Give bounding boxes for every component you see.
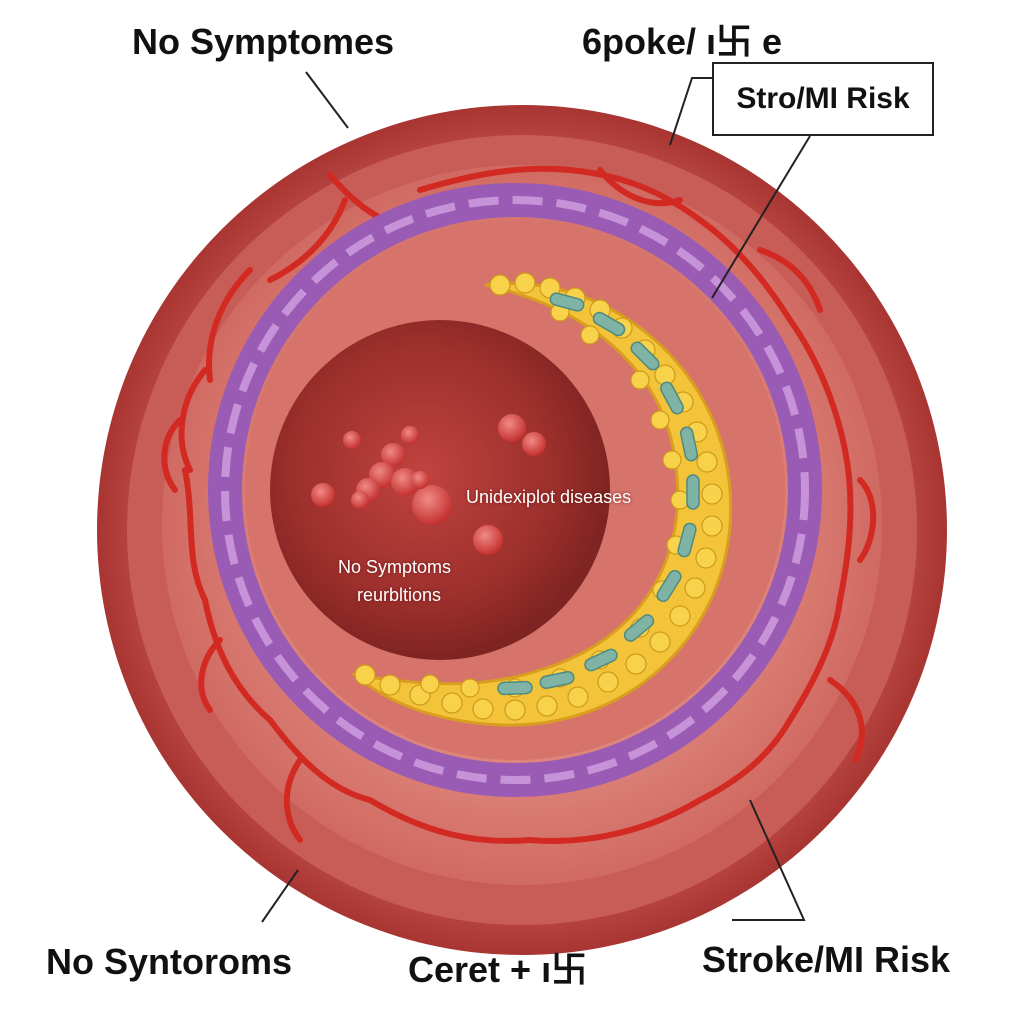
pointer-top-right — [669, 77, 712, 146]
pointer-bottom-left — [261, 869, 299, 923]
intima-ring-highlight — [221, 196, 809, 784]
label-lumen-line2: reurbltions — [357, 585, 442, 605]
label-box: Stro/MI Risk — [712, 62, 934, 136]
label-lumen-right: Unidexiplot diseases — [466, 487, 632, 507]
pointer-top-left — [305, 71, 349, 129]
vasa-vasorum — [161, 165, 877, 844]
label-bottom-center: Ceret + ı卐 — [408, 949, 588, 990]
calcification-chain — [497, 292, 700, 696]
red-blood-cells — [311, 414, 546, 555]
label-bottom-right: Stroke/MI Risk — [702, 939, 951, 980]
pointer-box — [711, 135, 811, 299]
label-lumen-line1: No Symptoms — [338, 557, 452, 577]
pointer-lines — [261, 71, 811, 923]
pointer-bottom-right — [732, 799, 806, 921]
label-top-left: No Symptomes — [132, 21, 395, 62]
label-top-right: 6poke/ ı卐 e — [582, 21, 783, 62]
label-bottom-left: No Syntoroms — [46, 941, 293, 982]
